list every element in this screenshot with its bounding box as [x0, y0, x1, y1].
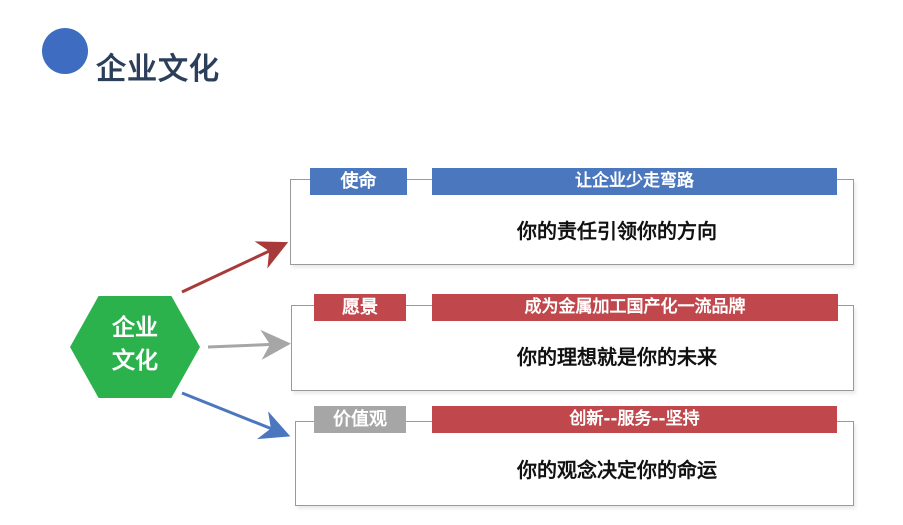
arrow-to-mission	[181, 241, 289, 294]
page-title: 企业文化	[96, 52, 220, 87]
title-bullet-icon	[42, 28, 88, 74]
vision-statement: 你的理想就是你的未来	[517, 345, 717, 369]
values-tag: 价值观	[314, 406, 406, 433]
arrow-to-vision	[207, 329, 291, 360]
values-box	[295, 421, 854, 506]
mission-slogan: 让企业少走弯路	[432, 168, 837, 195]
center-label-line1: 企业	[112, 315, 158, 341]
arrow-to-values	[181, 391, 291, 440]
values-statement: 你的观念决定你的命运	[517, 458, 717, 482]
center-label: 企业 文化	[70, 312, 200, 378]
vision-tag: 愿景	[314, 294, 406, 321]
values-slogan: 创新--服务--坚持	[432, 406, 837, 433]
center-label-line2: 文化	[112, 348, 158, 374]
mission-statement: 你的责任引领你的方向	[517, 219, 717, 243]
mission-tag: 使命	[310, 168, 407, 195]
center-hexagon-icon	[70, 296, 200, 398]
vision-slogan: 成为金属加工国产化一流品牌	[432, 294, 838, 321]
